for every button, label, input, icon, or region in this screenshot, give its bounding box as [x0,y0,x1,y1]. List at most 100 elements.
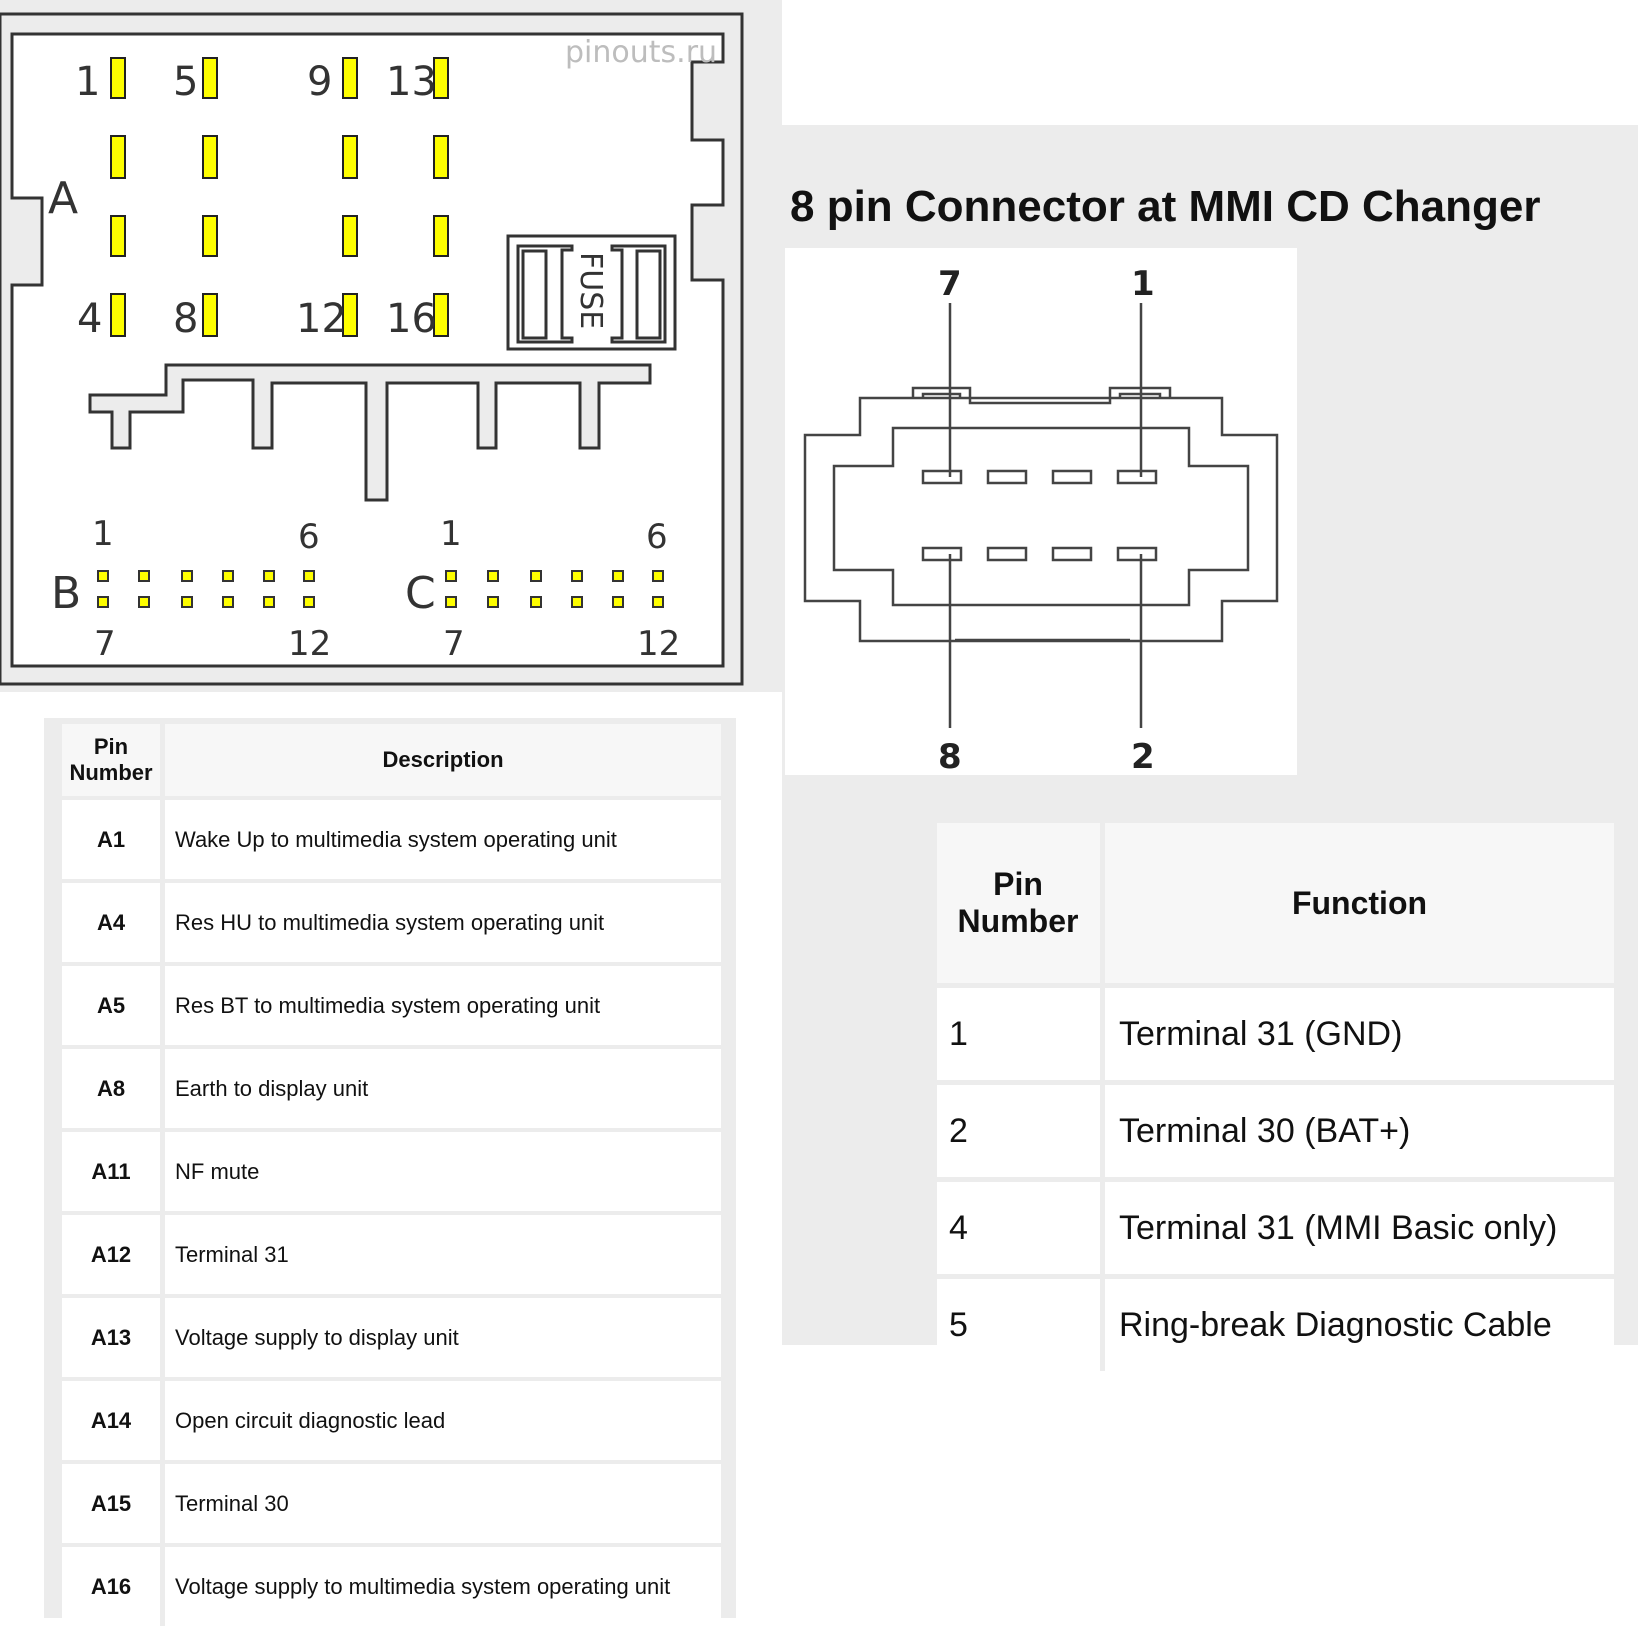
fuse-symbol [506,234,677,351]
top-latch [911,386,1172,405]
b-label-6: 6 [298,517,320,557]
cell-func: Terminal 31 (MMI Basic only) [1105,1182,1614,1274]
b-label-7: 7 [94,624,116,664]
cell-desc: Wake Up to multimedia system operating u… [165,800,721,879]
pin-a-r4c2 [202,293,218,337]
cell-desc: NF mute [165,1132,721,1211]
cell-pin: A5 [62,966,165,1045]
cell-pin: 5 [937,1279,1105,1371]
cd-pin-label-7: 7 [938,264,962,304]
pin-label-a12: 12 [296,296,347,342]
cell-desc: Terminal 31 [165,1215,721,1294]
cell-pin: A14 [62,1381,165,1460]
b-label-1: 1 [92,514,114,554]
pin-label-a5: 5 [173,59,198,105]
cell-pin: A13 [62,1298,165,1377]
group-label-a: A [48,173,78,224]
pin-a-r4c4 [433,293,449,337]
pin-label-a13: 13 [386,59,437,105]
cell-pin: A4 [62,883,165,962]
c-label-1: 1 [440,514,462,554]
c-label-7: 7 [443,624,465,664]
connector-bc-pins [97,570,664,608]
connector-a-pins [110,57,449,337]
header-pin-number: Pin Number [937,823,1105,983]
fuse-label: FUSE [573,252,608,329]
header-description: Description [165,724,721,796]
pin-a-r1c2 [202,57,218,99]
cell-pin: A12 [62,1215,165,1294]
table-header-row: Pin Number Description [62,724,721,796]
cd-changer-pins [921,469,1158,562]
group-label-b: B [51,568,81,619]
outer-housing [803,396,1279,643]
pin-a-r2c4 [433,135,449,179]
group-label-c: C [405,568,436,619]
pin-label-a1: 1 [75,59,100,105]
cd-changer-title: 8 pin Connector at MMI CD Changer [790,182,1541,231]
pin-a-r2c3 [342,135,358,179]
c-label-6: 6 [646,517,668,557]
key-rail [88,363,652,502]
c-label-12: 12 [637,624,680,664]
pin-a-r3c1 [110,215,126,257]
pin-label-a4: 4 [77,296,102,342]
b-label-12: 12 [288,624,331,664]
pin-a-r4c1 [110,293,126,337]
cd-changer-connector-diagram: 7 1 8 2 [785,248,1297,775]
mid-housing [832,426,1250,607]
cd-pin-label-8: 8 [938,737,962,775]
pin-a-r1c4 [433,57,449,99]
pin-a-r1c1 [110,57,126,99]
cell-desc: Earth to display unit [165,1049,721,1128]
cell-desc: Voltage supply to multimedia system oper… [165,1547,721,1626]
cell-pin: A8 [62,1049,165,1128]
cd-pin-label-2: 2 [1131,737,1155,775]
cell-pin: A11 [62,1132,165,1211]
cd-pin-label-1: 1 [1131,264,1155,304]
cell-func: Terminal 30 (BAT+) [1105,1085,1614,1177]
pin-a-r4c3 [342,293,358,337]
pin-a-r3c4 [433,215,449,257]
cell-desc: Res HU to multimedia system operating un… [165,883,721,962]
cell-pin: A16 [62,1547,165,1626]
cell-pin: 1 [937,988,1105,1080]
cell-pin: 2 [937,1085,1105,1177]
cell-func: Ring-break Diagnostic Cable [1105,1279,1614,1371]
cell-pin: A1 [62,800,165,879]
pin-a-r2c1 [110,135,126,179]
top-right-white-strip [790,88,940,124]
cell-pin: 4 [937,1182,1105,1274]
pin-a-r3c2 [202,215,218,257]
quadlock-connector-diagram: pinouts.ru 1 5 9 13 4 8 12 16 A [0,12,744,686]
pin-a-r3c3 [342,215,358,257]
cell-desc: Open circuit diagnostic lead [165,1381,721,1460]
pin-label-a8: 8 [173,296,198,342]
cell-pin: A15 [62,1464,165,1543]
pin-a-r2c2 [202,135,218,179]
top-right-white-strip-2 [946,88,1638,124]
cell-desc: Terminal 30 [165,1464,721,1543]
cell-desc: Voltage supply to display unit [165,1298,721,1377]
header-pin-number: Pin Number [62,724,165,796]
pin-a-r1c3 [342,57,358,99]
pin-label-a9: 9 [307,59,332,105]
connector-outline [10,32,725,668]
cell-desc: Res BT to multimedia system operating un… [165,966,721,1045]
